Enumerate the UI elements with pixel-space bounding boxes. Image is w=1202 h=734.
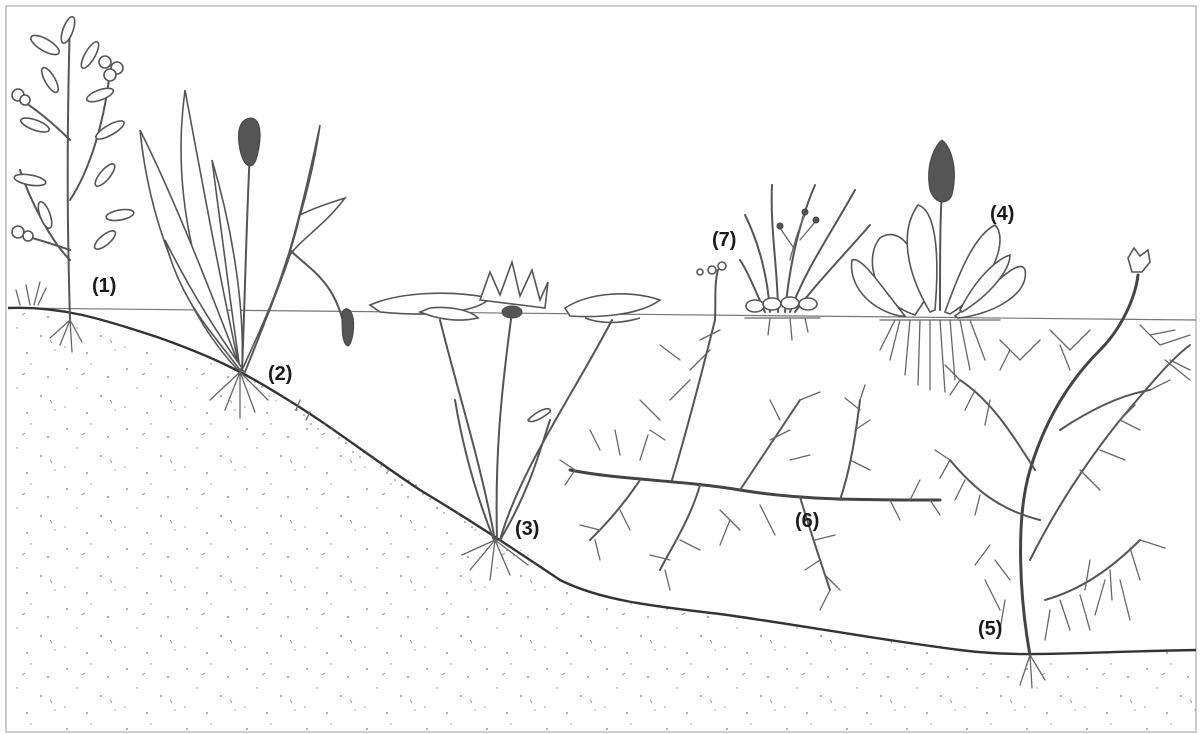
- pond-bottom: [8, 308, 1196, 732]
- label-3: (3): [515, 518, 539, 540]
- label-2: (2): [268, 363, 292, 385]
- lily-flower-icon: [480, 262, 548, 318]
- label-4: (4): [990, 203, 1014, 225]
- flower-icon: [1128, 248, 1150, 272]
- label-6: (6): [795, 510, 819, 532]
- plant-6-submerged-branched: [560, 320, 940, 610]
- plant-1-bank-herb: [12, 15, 135, 352]
- label-5: (5): [978, 618, 1002, 640]
- label-1: (1): [92, 275, 116, 297]
- plant-4-floating: [852, 140, 1026, 392]
- label-7: (7): [712, 229, 736, 251]
- stolon-buds: [746, 297, 817, 312]
